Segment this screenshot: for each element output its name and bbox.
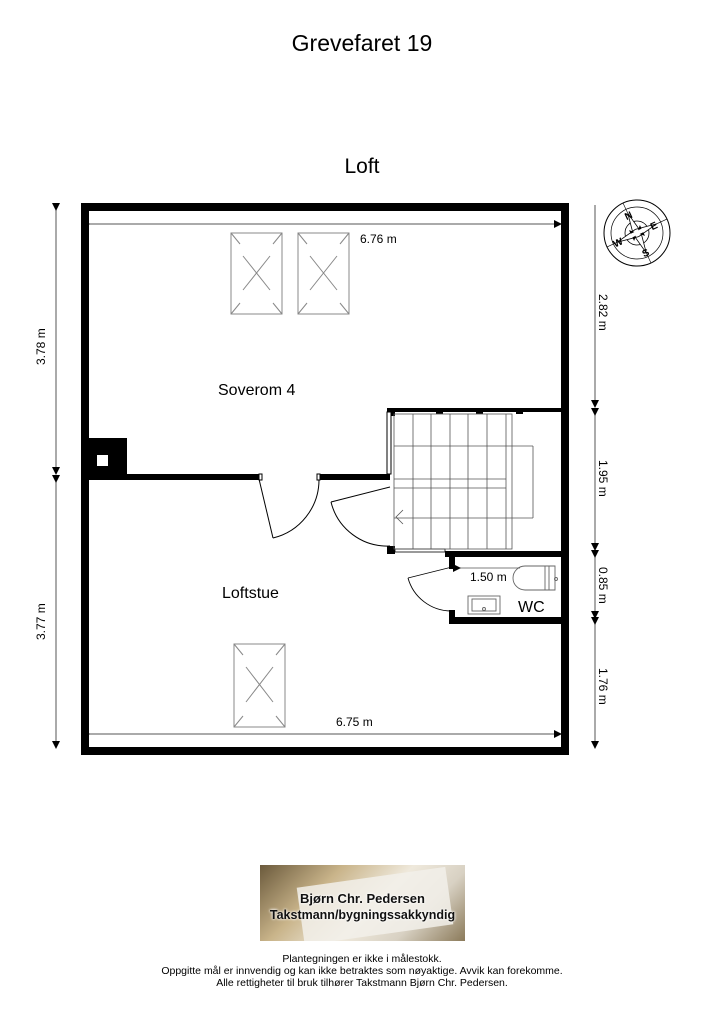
dim-left-lower: 3.77 m — [34, 603, 48, 640]
toilet-fixture — [512, 565, 558, 591]
floor-label: Loft — [344, 155, 380, 178]
dim-right-2: 1.95 m — [596, 460, 610, 497]
skylight-2 — [297, 232, 350, 315]
compass-icon: N E S W — [603, 199, 671, 267]
sink-fixture — [467, 595, 501, 615]
dim-right-1: 2.82 m — [596, 294, 610, 331]
footer-disclaimer-3: Alle rettigheter til bruk tilhører Takst… — [216, 977, 508, 989]
exterior-walls — [81, 203, 569, 755]
dim-wc-width: 1.50 m — [470, 570, 507, 584]
room-label-wc: WC — [518, 599, 545, 616]
dim-bottom-width: 6.75 m — [336, 715, 373, 729]
plan-title: Grevefaret 19 — [291, 30, 433, 56]
logo-profession: Takstmann/bygningssakkyndig — [269, 908, 456, 922]
footer-disclaimer-1: Plantegningen er ikke i målestokk. — [282, 953, 442, 965]
room-label-soverom: Soverom 4 — [218, 382, 295, 399]
skylights — [230, 232, 350, 728]
room-label-loftstue: Loftstue — [222, 585, 279, 602]
interior-walls — [89, 438, 390, 480]
compass-e: E — [649, 220, 660, 233]
footer-disclaimer-2: Oppgitte mål er innvendig og kan ikke be… — [161, 965, 563, 977]
skylight-1 — [230, 232, 283, 315]
door-soverom — [258, 473, 321, 539]
wc-room — [407, 557, 561, 624]
skylight-3 — [233, 643, 286, 728]
staircase — [386, 408, 561, 557]
logo-name: Bjørn Chr. Pedersen — [300, 891, 425, 906]
company-logo: Bjørn Chr. Pedersen Takstmann/bygningssa… — [260, 865, 465, 941]
chimney-opening — [97, 455, 108, 466]
compass-n: N — [623, 210, 634, 223]
dim-right-3: 0.85 m — [596, 567, 610, 604]
dim-right-4: 1.76 m — [596, 668, 610, 705]
dimension-lines — [52, 203, 599, 749]
door-stair — [330, 486, 391, 547]
dim-top-width: 6.76 m — [360, 232, 397, 246]
compass-s: S — [641, 247, 652, 260]
dim-left-upper: 3.78 m — [34, 328, 48, 365]
